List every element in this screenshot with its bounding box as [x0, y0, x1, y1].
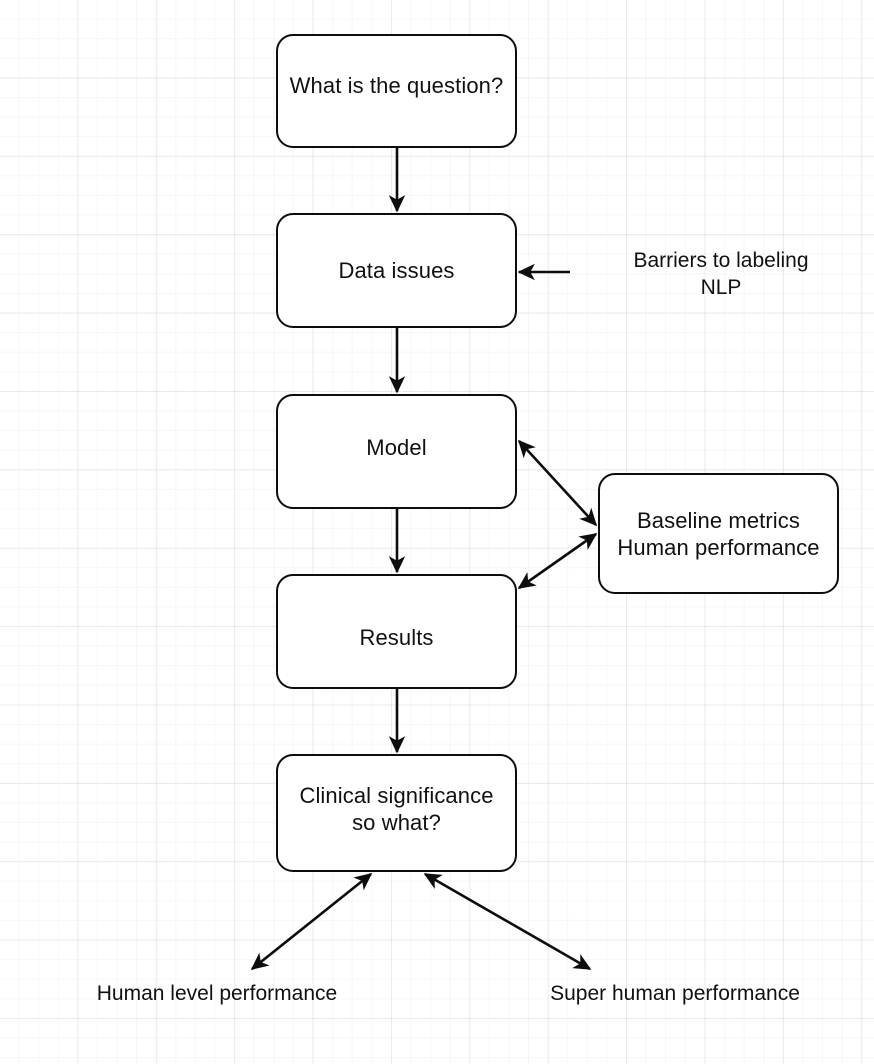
label-super-human-performance: Super human performance — [550, 982, 800, 1005]
label-barriers: Barriers to labeling NLP — [633, 249, 809, 299]
node-model[interactable]: Model — [276, 394, 517, 509]
node-label-baseline: Baseline metrics Human performance — [617, 507, 820, 560]
node-clinical-significance[interactable]: Clinical significance so what? — [276, 754, 517, 872]
node-data-issues[interactable]: Data issues — [276, 213, 517, 328]
node-label-question: What is the question? — [289, 72, 504, 98]
node-results[interactable]: Results — [276, 574, 517, 689]
edge-clinical-to-super-human — [423, 872, 592, 971]
label-human-level-performance: Human level performance — [96, 982, 338, 1005]
node-label-clinical-significance: Clinical significance so what? — [299, 783, 494, 835]
node-label-results: Results — [359, 625, 434, 650]
edge-model-baseline-bidirectional — [517, 439, 598, 527]
edge-clinical-to-human-level — [250, 872, 373, 971]
node-question[interactable]: What is the question? — [276, 34, 517, 148]
node-label-data-issues: Data issues — [338, 258, 455, 283]
edge-results-baseline-bidirectional — [517, 532, 598, 590]
node-label-model: Model — [366, 435, 427, 460]
node-baseline[interactable]: Baseline metrics Human performance — [598, 473, 839, 594]
